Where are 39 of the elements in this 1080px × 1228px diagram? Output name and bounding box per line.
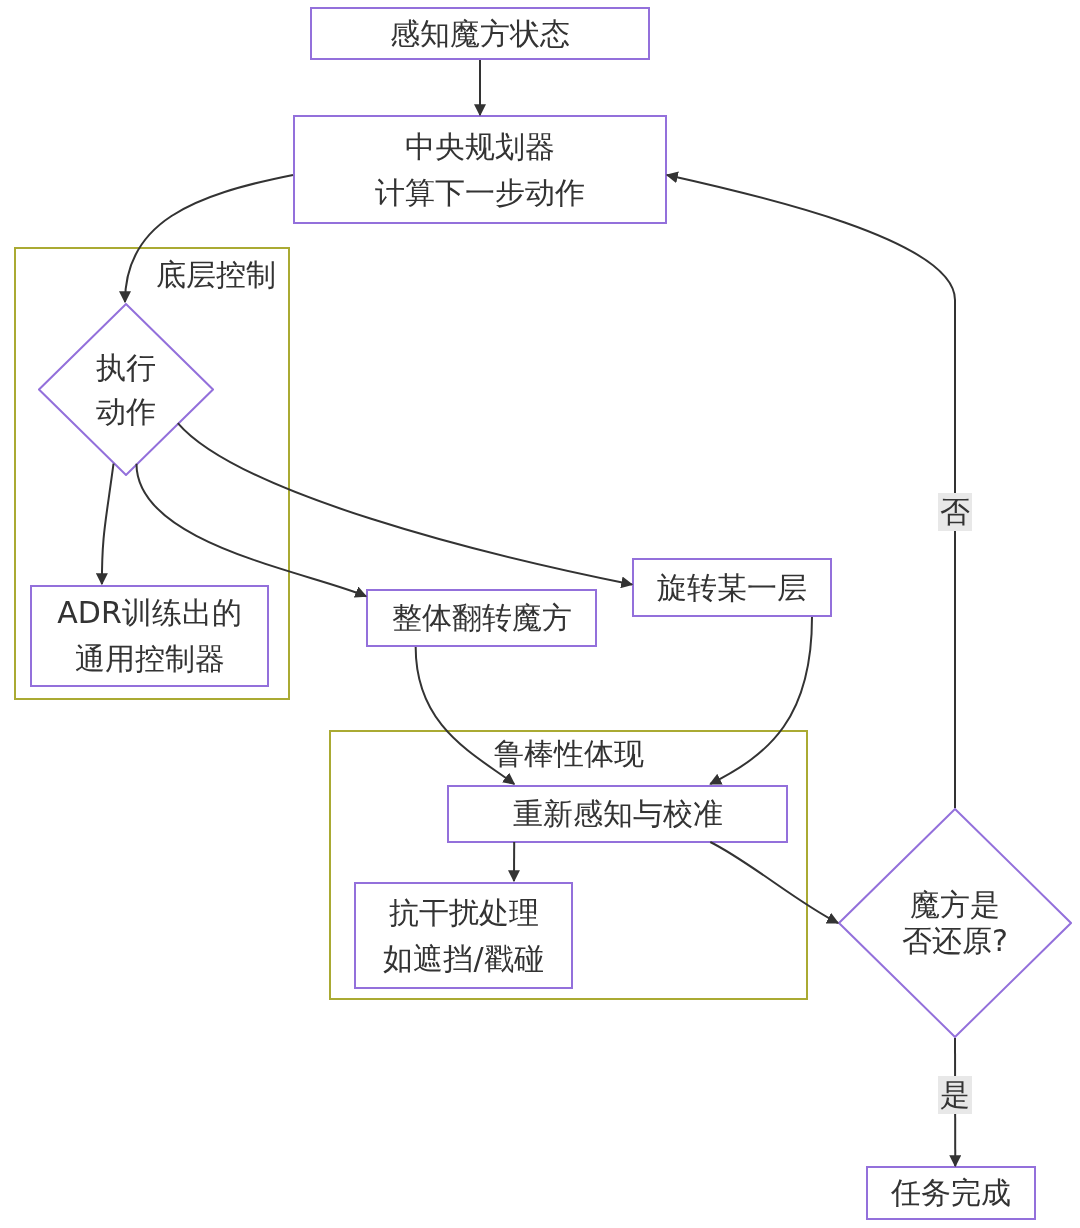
node-label: 通用控制器 <box>74 640 225 678</box>
node-label: 如遮挡/戳碰 <box>383 939 544 978</box>
node-label: 整体翻转魔方 <box>391 599 572 637</box>
node-label: 鲁棒性体现 <box>493 736 644 772</box>
process-box <box>30 585 269 687</box>
node-label: 抗干扰处理 <box>388 893 539 932</box>
process-box <box>866 1166 1036 1220</box>
process-box <box>447 785 788 843</box>
process-box <box>354 882 573 989</box>
arrow <box>709 616 813 785</box>
group-frame <box>14 247 290 700</box>
group-frame <box>329 730 808 1000</box>
node-label: 感知魔方状态 <box>390 14 570 53</box>
arrow <box>176 422 634 589</box>
node-label: 计算下一步动作 <box>375 173 585 212</box>
process-box <box>293 115 667 224</box>
process-box <box>632 558 832 617</box>
node-label: 任务完成 <box>891 1174 1011 1212</box>
arrow <box>95 462 115 586</box>
process-box <box>310 7 650 60</box>
process-box <box>366 589 597 647</box>
node-label: 中央规划器 <box>405 127 555 166</box>
node-label: 底层控制 <box>156 257 276 293</box>
node-label: 旋转某一层 <box>657 568 807 607</box>
arrow <box>414 646 516 785</box>
arrow <box>135 462 368 599</box>
edge-label: 是 <box>938 1076 972 1114</box>
edge-label: 否 <box>938 493 972 531</box>
arrow <box>119 173 294 304</box>
node-label: 执行动作 <box>95 348 157 431</box>
node-label: 魔方是否还原? <box>901 887 1009 959</box>
decision-diamond <box>38 303 214 476</box>
decision-diamond <box>838 808 1072 1038</box>
arrow <box>474 59 486 117</box>
arrow <box>665 171 956 809</box>
arrow <box>508 841 520 883</box>
node-label: 重新感知与校准 <box>512 795 723 833</box>
node-label: ADR训练出的 <box>57 594 242 632</box>
arrow <box>709 841 840 924</box>
